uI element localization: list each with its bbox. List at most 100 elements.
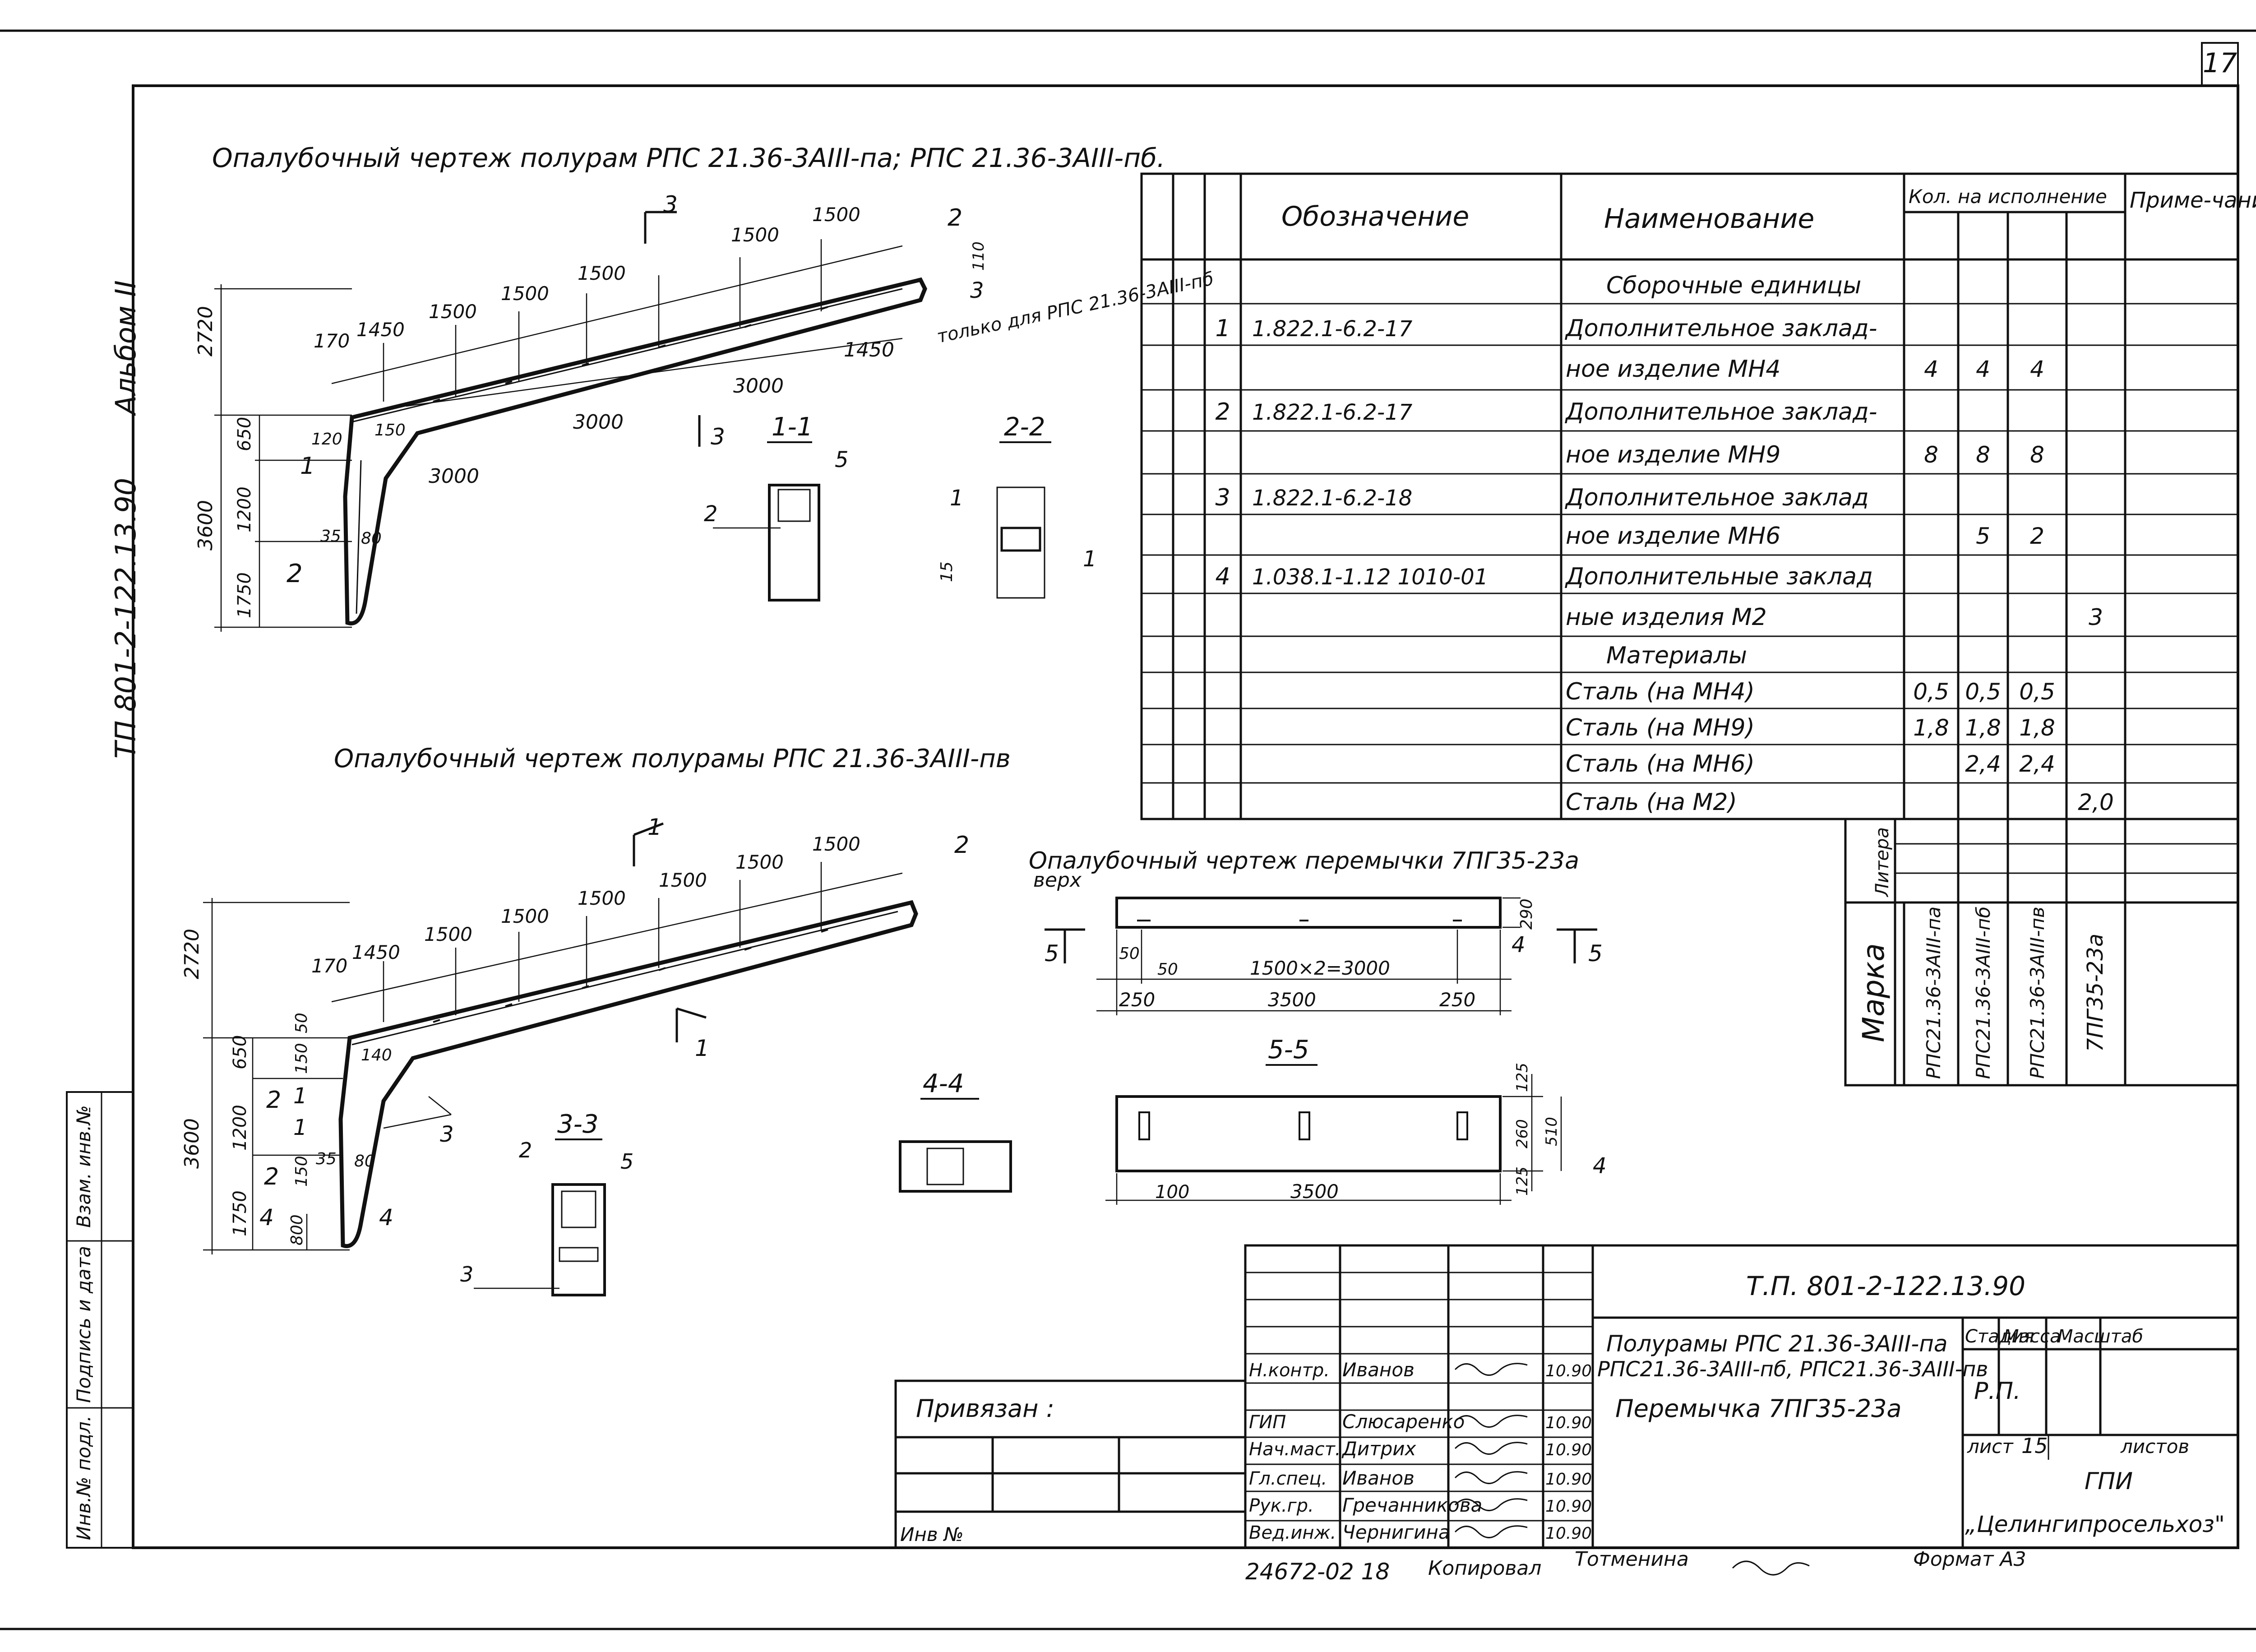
copied-label: Копировал: [1428, 1557, 1541, 1580]
d2-dim-1500d: 1500: [659, 869, 707, 891]
spec-row-qty-pv: 2: [2030, 523, 2044, 549]
d1-dim-1500c: 1500: [578, 262, 626, 284]
d1-dim-1500b: 1500: [501, 282, 549, 305]
d2-dim-1200: 1200: [230, 1105, 250, 1151]
album-label: Альбом II: [109, 280, 142, 416]
spec-row-name: ные изделия М2: [1566, 604, 1767, 631]
spec-header-designation: Обозначение: [1281, 201, 1469, 232]
marka-pv: РПС21.36-3АIII-пв: [2026, 907, 2048, 1079]
stamp-orig-inv: Инв.№ подл.: [73, 1416, 95, 1540]
spec-row-designation: 1.822.1-6.2-17: [1252, 316, 1413, 342]
lintel-dim-290: 290: [1517, 898, 1536, 930]
section-2-2-callout-1b: 1: [1083, 546, 1097, 572]
sheets-label: листов: [2120, 1435, 2189, 1458]
spec-row-qty-pb: 0,5: [1965, 679, 2001, 705]
litera-label: Литера: [1872, 827, 1893, 898]
org-name-1: ГПИ: [2085, 1468, 2133, 1495]
d2-dim-170: 170: [311, 955, 347, 977]
lintel-plan-dim-510: 510: [1543, 1117, 1561, 1146]
d2-dim-800: 800: [288, 1214, 306, 1245]
section-3-3-callout-5: 5: [620, 1149, 633, 1174]
title-desc-2: РПС21.36-3АIII-пб, РПС21.36-3АIII-пв: [1597, 1357, 1988, 1381]
title-desc-1: Полурамы РПС 21.36-3АIII-па: [1606, 1331, 1948, 1357]
section-5-5: 5-5 100 3500 125 260 510 125 4: [1105, 1035, 1607, 1205]
d1-dim-3600: 3600: [194, 500, 217, 551]
signature-mark: [1454, 1498, 1528, 1511]
section-2-2: 2-2 1 1 15: [938, 412, 1097, 599]
archive-number: 24672-02 18: [1245, 1559, 1390, 1585]
signature-mark: [1454, 1415, 1528, 1428]
spec-row-pos: 1: [1215, 315, 1230, 342]
d1-dim-1500e: 1500: [812, 204, 860, 226]
d1-callout-3: 3: [970, 278, 984, 303]
section-3-3: 3-3 2 5 3: [460, 1110, 633, 1296]
lintel-plan: [1115, 1095, 1502, 1172]
spec-row-qty-pa: 1,8: [1913, 715, 1949, 741]
d1-dim-1450b: 1450: [844, 338, 894, 361]
sign-name: Гречанникова: [1342, 1494, 1482, 1516]
d2-dim-150b: 150: [292, 1156, 311, 1187]
spec-row-qty-pv: 2,4: [2019, 751, 2055, 777]
signature-mark: [1454, 1471, 1528, 1484]
section-3-3-callout-3: 3: [460, 1262, 473, 1286]
lintel-section-5b: 5: [1588, 940, 1603, 967]
spec-row-name: Материалы: [1606, 642, 1747, 669]
sheet-frame: 17: [0, 29, 2256, 1630]
sheet-label: лист: [1967, 1435, 2014, 1458]
sheet-number: 17: [2203, 47, 2237, 79]
sign-date: 10.90: [1545, 1524, 1592, 1543]
sign-date: 10.90: [1545, 1441, 1592, 1459]
spec-header-name: Наименование: [1604, 203, 1814, 235]
drawing2-title: Опалубочный чертеж полурамы РПС 21.36-3А…: [334, 744, 1011, 773]
d1-section-mark-bottom: 3: [711, 424, 725, 450]
lintel-callout-4: 4: [1512, 932, 1526, 958]
d1-dim-120: 120: [311, 430, 342, 449]
spec-row-name: ное изделие МН9: [1566, 441, 1780, 468]
d2-callout-2: 2: [954, 832, 969, 859]
spec-row-qty-pv: 0,5: [2019, 679, 2055, 705]
copied-by: Тотменина: [1575, 1548, 1689, 1571]
stamp-replaced-inv: Взам. инв.№: [73, 1105, 95, 1228]
d2-dim-2720: 2720: [180, 929, 203, 979]
d2-dim-1750: 1750: [230, 1190, 250, 1236]
marka-pa: РПС21.36-3АIII-па: [1923, 907, 1945, 1079]
halfframe-outline: [343, 277, 927, 625]
section-3-3-callout-2: 2: [519, 1138, 532, 1162]
d1-dim-35: 35: [320, 527, 341, 546]
spec-row-qty-lintel: 2,0: [2078, 789, 2114, 815]
d2-dim-1450: 1450: [352, 941, 400, 963]
sign-name: Иванов: [1342, 1467, 1415, 1489]
spec-row-name: Дополнительное заклад-: [1565, 315, 1877, 342]
lintel-dim-50b: 50: [1157, 960, 1178, 979]
sign-date: 10.90: [1545, 1470, 1592, 1489]
d1-dim-1450: 1450: [356, 319, 405, 341]
d2-callout-3: 3: [440, 1122, 454, 1147]
lintel-dim-3000: 1500×2=3000: [1250, 957, 1390, 979]
d1-section-mark-top: 3: [663, 191, 678, 217]
d2-dim-150: 150: [292, 1043, 311, 1074]
sign-role: Вед.инж.: [1249, 1522, 1336, 1543]
spec-row-pos: 3: [1215, 484, 1230, 511]
mass-label: Масса: [2003, 1326, 2061, 1347]
sign-name: Слюсаренко: [1342, 1411, 1465, 1433]
lintel-elevation: [1115, 897, 1502, 929]
marka-block: Литера Марка РПС21.36-3АIII-па РПС21.36-…: [1844, 818, 2239, 1087]
spec-row-name: Сталь (на МН9): [1566, 714, 1755, 741]
spec-row-qty-pv: 1,8: [2019, 715, 2055, 741]
spec-row-name: Дополнительные заклад: [1565, 563, 1873, 590]
section-1-1-title: 1-1: [772, 412, 813, 442]
lintel-dim-50a: 50: [1119, 944, 1140, 963]
sheet-value: 15: [2021, 1434, 2048, 1458]
spec-row-qty-pa: 4: [1924, 356, 1938, 382]
spec-row-qty-pa: 8: [1924, 442, 1938, 468]
spec-row-designation: 1.822.1-6.2-17: [1252, 400, 1413, 425]
d1-dim-170: 170: [314, 330, 350, 352]
marka-label: Марка: [1856, 943, 1891, 1042]
d1-dim-110: 110: [970, 241, 988, 271]
sign-name: Иванов: [1342, 1359, 1415, 1381]
marka-lintel: 7ПГ35-23а: [2083, 934, 2108, 1052]
spec-row-qty-pb: 5: [1976, 523, 1990, 549]
